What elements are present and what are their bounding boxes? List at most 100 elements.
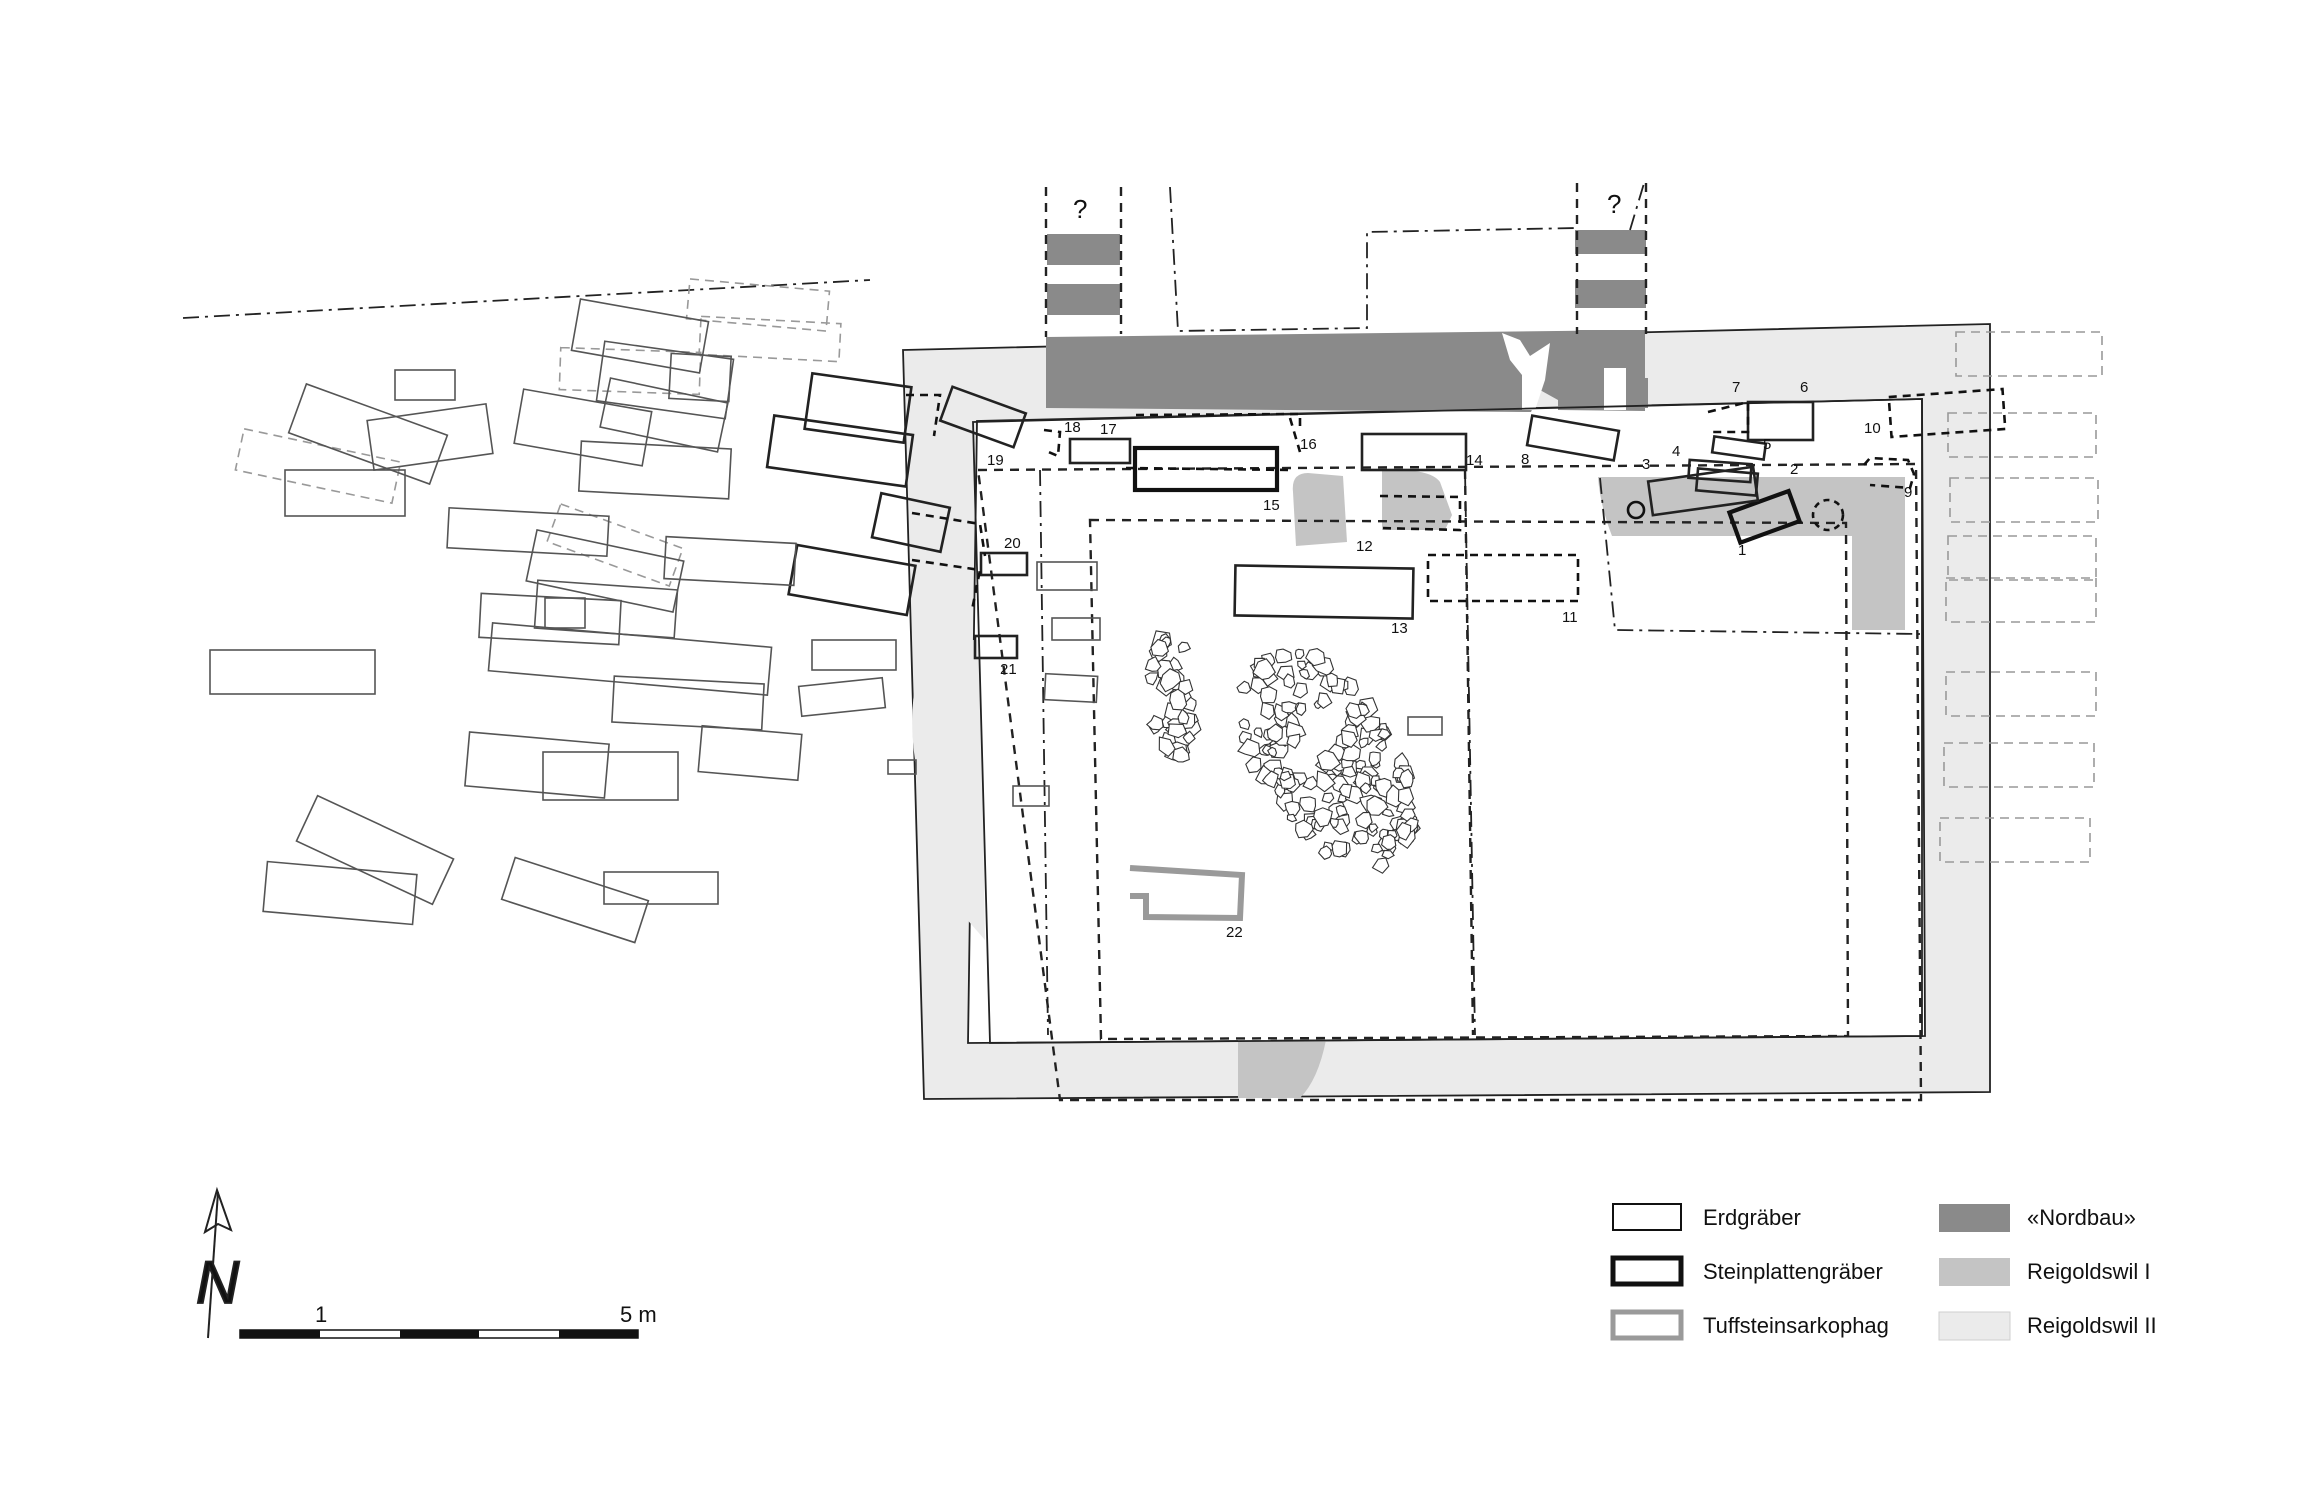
north-arrow: N	[195, 1186, 241, 1339]
grave-14	[1360, 432, 1468, 472]
rubble-stone	[1340, 729, 1358, 748]
rubble-stone	[1238, 718, 1251, 731]
rubble-stone	[1338, 783, 1353, 799]
rubble-stone	[1237, 738, 1261, 758]
label-grave-7: 7	[1732, 379, 1740, 396]
rubble-stone	[1341, 765, 1358, 778]
legend-swatch-reigoldswil-ii	[1938, 1311, 2011, 1341]
rubble-stone	[1317, 692, 1333, 709]
rubble-stone	[1321, 792, 1335, 804]
cemetery-graves	[209, 278, 1443, 944]
label-grave-12: 12	[1356, 538, 1373, 555]
label-grave-16: 16	[1300, 436, 1317, 453]
label-grave-18: 18	[1064, 419, 1081, 436]
rubble-stone	[1150, 638, 1170, 657]
rubble-stone	[1331, 840, 1348, 858]
north-letter: N	[196, 1249, 240, 1316]
rubble-stone	[1370, 843, 1384, 854]
rubble-stone	[1368, 823, 1379, 834]
rubble-stone	[1294, 648, 1305, 660]
grave-7	[1707, 400, 1750, 434]
label-grave-19: 19	[987, 452, 1004, 469]
grave-4	[1687, 458, 1753, 484]
rubble-stone	[1371, 857, 1390, 874]
rubble-stone	[1286, 813, 1298, 823]
grave-17	[1068, 437, 1132, 465]
rubble-stone	[1292, 682, 1308, 699]
question-mark-west: ?	[1073, 194, 1087, 224]
scale-bar: 1 5 m	[239, 1302, 657, 1339]
legend-label-reigoldswil-i: Reigoldswil I	[2027, 1259, 2151, 1284]
rubble-stone	[1359, 782, 1372, 795]
rubble-stone	[1317, 845, 1333, 860]
label-grave-1: 1	[1738, 542, 1746, 559]
rubble-stone	[1266, 723, 1283, 743]
rubble-stone	[1236, 680, 1252, 694]
rubble-stone	[1274, 648, 1293, 664]
rubble-stone	[1313, 807, 1333, 828]
grave-9	[1863, 456, 1916, 490]
rubble-stone	[1398, 768, 1414, 789]
scale-label-start: 1	[315, 1302, 327, 1327]
rubble-stone	[1266, 746, 1278, 758]
west-graves	[765, 371, 1302, 617]
rubble-stone	[1380, 834, 1397, 850]
rubble-stone	[1259, 686, 1278, 704]
rubble-stone	[1260, 701, 1275, 721]
label-grave-6: 6	[1800, 379, 1808, 396]
rubble-stone	[1355, 811, 1373, 830]
grave-number-labels: 1 2 3 4 5 6 7 8 9 10 11 12 13 14 15 16 1…	[987, 379, 1912, 941]
rubble-stone	[1158, 736, 1176, 758]
grave-22-tuffsteinsarkophag	[1129, 865, 1246, 922]
rubble-stone	[1345, 702, 1362, 720]
rubble-stone	[1299, 796, 1317, 813]
rubble-stone	[1375, 738, 1388, 752]
rubble-stone	[1279, 770, 1292, 782]
nordbau-building	[1046, 230, 1648, 412]
rubble-stone	[1167, 723, 1188, 739]
rubble-stone	[1252, 658, 1276, 681]
rubble-stone	[1377, 728, 1392, 741]
legend-label-tuffstein: Tuffsteinsarkophag	[1703, 1313, 1889, 1338]
legend-swatch-steinplatten	[1610, 1255, 1684, 1287]
legend-label-reigoldswil-ii: Reigoldswil II	[2027, 1313, 2157, 1338]
rubble-stone	[1316, 749, 1342, 771]
rubble-stone	[1341, 744, 1361, 762]
rubble-stone	[1177, 641, 1192, 654]
rubble-stone	[1381, 849, 1395, 860]
grave-3	[1646, 465, 1760, 517]
label-grave-14: 14	[1466, 452, 1483, 469]
rubble-stone	[1395, 821, 1412, 841]
grave-1	[1726, 488, 1803, 546]
rubble-stone	[1172, 746, 1190, 763]
rubble-stone	[1295, 702, 1307, 717]
rubble-stone	[1281, 701, 1298, 714]
legend-swatch-erdgraeber	[1612, 1203, 1682, 1231]
rubble-stone	[1302, 775, 1320, 791]
rubble-stone	[1353, 830, 1369, 845]
rubble-stone	[1295, 819, 1314, 839]
label-grave-10: 10	[1864, 420, 1881, 437]
rubble-stone	[1245, 756, 1262, 774]
wall-lines	[182, 179, 1923, 1102]
grave-21	[973, 634, 1019, 660]
legend-swatch-nordbau	[1939, 1204, 2010, 1232]
label-grave-11: 11	[1562, 609, 1578, 626]
rubble-stone	[1368, 751, 1381, 767]
label-grave-15: 15	[1263, 497, 1280, 514]
label-grave-2: 2	[1790, 461, 1798, 478]
grave-16	[1125, 412, 1302, 472]
rubble-stone	[1177, 708, 1190, 725]
label-grave-9: 9	[1904, 484, 1912, 501]
label-grave-5: 5	[1763, 436, 1771, 453]
post-hole-dashed	[1811, 498, 1845, 532]
grave-11	[1426, 553, 1580, 603]
rubble-stone	[1305, 648, 1326, 667]
grave-8	[1525, 414, 1621, 462]
rubble-stone	[1182, 730, 1196, 745]
rubble-stone	[1366, 795, 1389, 816]
rubble-stone	[1145, 714, 1164, 731]
rubble-stone	[1397, 786, 1415, 807]
east-ghost-graves	[1939, 331, 2103, 863]
